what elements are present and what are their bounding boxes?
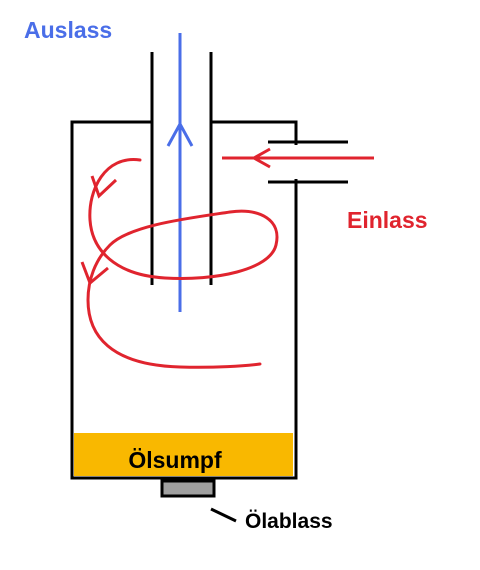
outlet-label: Auslass xyxy=(24,17,112,43)
drain-leader-line xyxy=(210,507,237,523)
vessel-outline xyxy=(70,120,298,480)
outlet-flow-arrow-icon xyxy=(166,120,194,147)
inlet-label: Einlass xyxy=(347,207,428,233)
oil-drain-label: Ölablass xyxy=(245,510,333,533)
oil-sump-fill xyxy=(74,433,293,476)
vortex-flow-path xyxy=(86,158,279,369)
inlet-flow-arrow-icon xyxy=(250,147,271,169)
vortex-arrow-upper-icon xyxy=(90,175,118,199)
inlet-opening xyxy=(292,145,300,179)
oil-sump-label: Ölsumpf xyxy=(128,447,222,473)
vortex-arrow-lower-icon xyxy=(80,261,109,286)
drain-plug xyxy=(160,479,216,498)
